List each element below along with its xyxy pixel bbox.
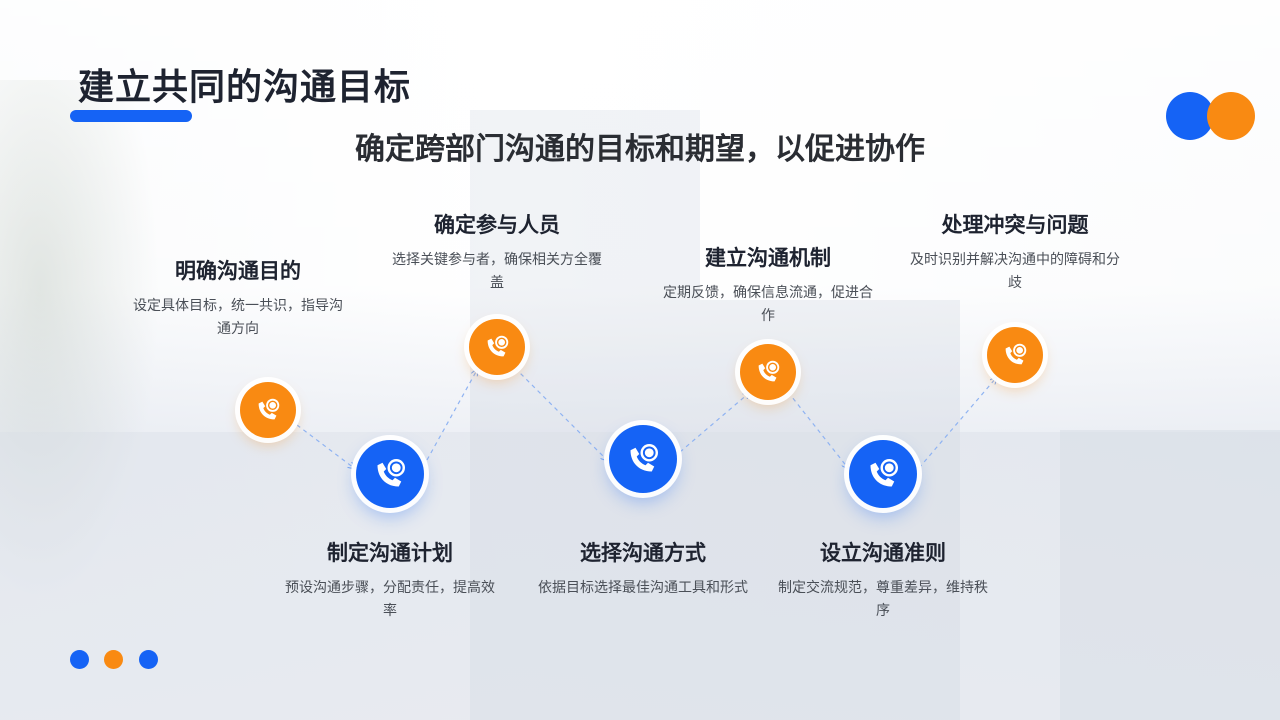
background-building: [470, 110, 700, 720]
step-6-label: 设立沟通准则 制定交流规范，尊重差异，维持秩序: [773, 537, 993, 623]
step-title: 设立沟通准则: [820, 541, 946, 565]
title-underline: [70, 110, 192, 122]
connector-arrow: [679, 393, 749, 453]
phone-chat-icon: [253, 395, 283, 425]
step-1-node: [240, 382, 296, 438]
page-title: 建立共同的沟通目标: [78, 67, 412, 108]
decor-dot-orange: [1207, 92, 1255, 140]
decor-dot-orange: [104, 650, 123, 669]
step-title: 确定参与人员: [434, 213, 560, 237]
page-subtitle: 确定跨部门沟通的目标和期望，以促进协作: [355, 132, 925, 167]
step-3-label: 确定参与人员 选择关键参与者，确保相关方全覆盖: [387, 209, 607, 295]
step-4-node: [609, 425, 677, 493]
connector-arrow: [514, 367, 607, 460]
background-foliage: [0, 80, 160, 600]
step-description: 制定交流规范，尊重差异，维持秩序: [778, 580, 988, 619]
step-description: 设定具体目标，统一共识，指导沟通方向: [133, 298, 343, 337]
step-1-label: 明确沟通目的 设定具体目标，统一共识，指导沟通方向: [128, 255, 348, 341]
phone-chat-icon: [863, 454, 903, 494]
step-description: 预设沟通步骤，分配责任，提高效率: [285, 580, 495, 619]
step-2-label: 制定沟通计划 预设沟通步骤，分配责任，提高效率: [280, 537, 500, 623]
connector-arrow: [296, 424, 354, 468]
step-5-label: 建立沟通机制 定期反馈，确保信息流通，促进合作: [658, 242, 878, 328]
step-title: 处理冲突与问题: [941, 213, 1089, 237]
decor-dot-blue: [139, 650, 158, 669]
background-building: [1060, 430, 1280, 720]
step-title: 选择沟通方式: [580, 541, 706, 565]
connector-arrow: [918, 378, 996, 469]
step-title: 建立沟通机制: [705, 246, 831, 270]
step-4-label: 选择沟通方式 依据目标选择最佳沟通工具和形式: [533, 537, 753, 600]
phone-chat-icon: [753, 357, 783, 387]
step-description: 选择关键参与者，确保相关方全覆盖: [392, 252, 602, 291]
step-2-node: [356, 440, 424, 508]
connector-arrow: [787, 391, 848, 468]
decor-dot-blue: [1166, 92, 1214, 140]
step-5-node: [740, 344, 796, 400]
phone-chat-icon: [482, 332, 512, 362]
phone-chat-icon: [1000, 340, 1030, 370]
step-description: 定期反馈，确保信息流通，促进合作: [663, 285, 873, 324]
step-7-node: [987, 327, 1043, 383]
decor-dot-blue: [70, 650, 89, 669]
phone-chat-icon: [370, 454, 410, 494]
step-3-node: [469, 319, 525, 375]
step-6-node: [849, 440, 917, 508]
phone-chat-icon: [623, 439, 663, 479]
step-title: 明确沟通目的: [175, 259, 301, 283]
step-description: 依据目标选择最佳沟通工具和形式: [538, 580, 748, 596]
step-description: 及时识别并解决沟通中的障碍和分歧: [910, 252, 1120, 291]
step-title: 制定沟通计划: [327, 541, 453, 565]
step-7-label: 处理冲突与问题 及时识别并解决沟通中的障碍和分歧: [905, 209, 1125, 295]
connector-arrow: [426, 370, 477, 461]
